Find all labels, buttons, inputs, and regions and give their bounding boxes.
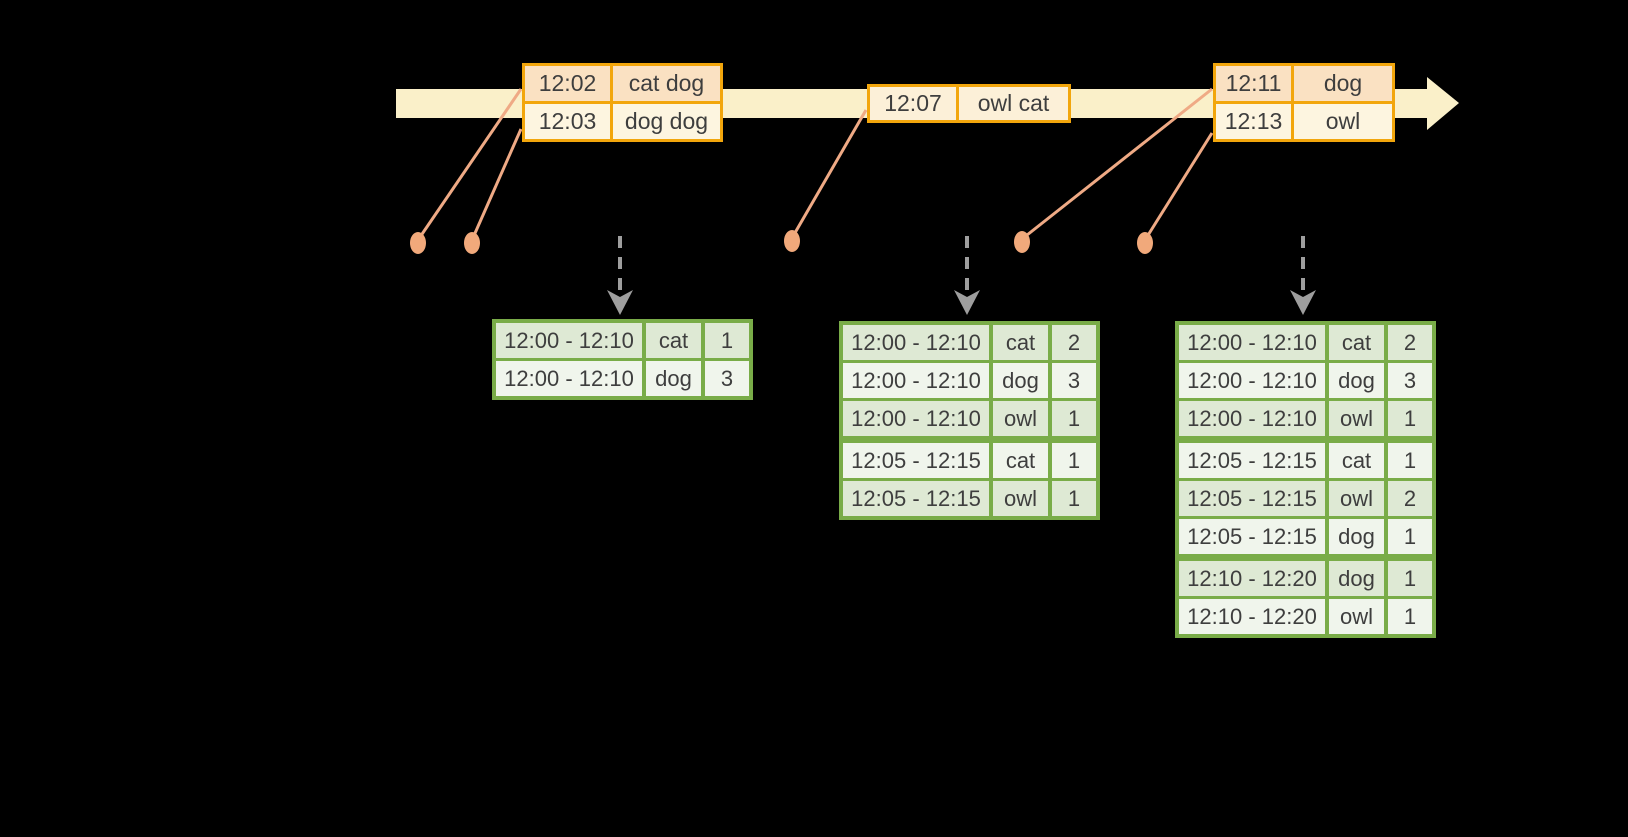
result-row: 12:10 - 12:20 dog 1 <box>1179 561 1432 596</box>
connector-line <box>1021 87 1213 241</box>
event-dot <box>784 230 800 252</box>
window-cell: 12:00 - 12:10 <box>496 361 642 396</box>
event-table-1: 12:02 cat dog 12:03 dog dog <box>522 63 723 142</box>
event-time-cell: 12:03 <box>525 104 610 139</box>
result-row: 12:00 - 12:10 dog 3 <box>1179 363 1432 398</box>
event-time-cell: 12:13 <box>1216 104 1291 139</box>
word-cell: dog <box>646 361 701 396</box>
word-cell: dog <box>1329 363 1384 398</box>
count-cell: 2 <box>1388 481 1432 516</box>
trigger-down-arrow-icon <box>607 236 633 315</box>
word-cell: cat <box>646 323 701 358</box>
window-cell: 12:05 - 12:15 <box>843 443 989 478</box>
word-cell: dog <box>1329 519 1384 554</box>
result-row: 12:05 - 12:15 cat 1 <box>1179 443 1432 478</box>
word-cell: owl <box>993 401 1048 436</box>
count-cell: 1 <box>1388 519 1432 554</box>
result-row: 12:00 - 12:10 dog 3 <box>496 361 749 396</box>
event-dot <box>1137 232 1153 254</box>
count-cell: 1 <box>1388 443 1432 478</box>
window-cell: 12:00 - 12:10 <box>843 401 989 436</box>
event-dot <box>1014 231 1030 253</box>
word-cell: cat <box>993 325 1048 360</box>
word-cell: owl <box>1329 599 1384 634</box>
event-words-cell: dog dog <box>613 104 720 139</box>
result-table-1: 12:00 - 12:10 cat 1 12:00 - 12:10 dog 3 <box>492 319 753 400</box>
result-row: 12:05 - 12:15 owl 2 <box>1179 481 1432 516</box>
result-row: 12:00 - 12:10 owl 1 <box>843 401 1096 436</box>
event-words-cell: owl <box>1294 104 1392 139</box>
connector-line <box>416 88 523 241</box>
event-time-cell: 12:11 <box>1216 66 1291 101</box>
result-row: 12:00 - 12:10 cat 1 <box>496 323 749 358</box>
count-cell: 1 <box>1388 401 1432 436</box>
window-cell: 12:00 - 12:10 <box>843 325 989 360</box>
result-row: 12:10 - 12:20 owl 1 <box>1179 599 1432 634</box>
window-cell: 12:05 - 12:15 <box>1179 481 1325 516</box>
count-cell: 2 <box>1388 325 1432 360</box>
result-row: 12:00 - 12:10 owl 1 <box>1179 401 1432 436</box>
window-cell: 12:00 - 12:10 <box>1179 325 1325 360</box>
event-table-3: 12:11 dog 12:13 owl <box>1213 63 1395 142</box>
count-cell: 1 <box>1388 561 1432 596</box>
word-cell: owl <box>993 481 1048 516</box>
window-cell: 12:00 - 12:10 <box>1179 363 1325 398</box>
result-row: 12:05 - 12:15 dog 1 <box>1179 519 1432 554</box>
count-cell: 3 <box>1052 363 1096 398</box>
result-row: 12:05 - 12:15 owl 1 <box>843 481 1096 516</box>
event-words-cell: cat dog <box>613 66 720 101</box>
window-cell: 12:05 - 12:15 <box>843 481 989 516</box>
word-cell: dog <box>1329 561 1384 596</box>
count-cell: 2 <box>1052 325 1096 360</box>
timeline-arrowhead-icon <box>1427 77 1459 130</box>
word-cell: owl <box>1329 401 1384 436</box>
window-cell: 12:00 - 12:10 <box>843 363 989 398</box>
word-cell: cat <box>1329 325 1384 360</box>
result-row: 12:00 - 12:10 cat 2 <box>843 325 1096 360</box>
trigger-down-arrow-icon <box>954 236 980 315</box>
result-row: 12:05 - 12:15 cat 1 <box>843 443 1096 478</box>
count-cell: 3 <box>705 361 749 396</box>
connector-line <box>1143 132 1214 241</box>
event-time-cell: 12:07 <box>870 87 956 120</box>
word-cell: dog <box>993 363 1048 398</box>
event-dot <box>464 232 480 254</box>
event-table-2: 12:07 owl cat <box>867 84 1071 123</box>
count-cell: 1 <box>1052 401 1096 436</box>
window-cell: 12:00 - 12:10 <box>1179 401 1325 436</box>
word-cell: cat <box>993 443 1048 478</box>
connector-line <box>790 109 868 239</box>
word-cell: cat <box>1329 443 1384 478</box>
event-time-cell: 12:02 <box>525 66 610 101</box>
count-cell: 3 <box>1388 363 1432 398</box>
window-cell: 12:05 - 12:15 <box>1179 443 1325 478</box>
result-row: 12:00 - 12:10 cat 2 <box>1179 325 1432 360</box>
result-table-3: 12:00 - 12:10 cat 2 12:00 - 12:10 dog 3 … <box>1175 321 1436 638</box>
result-table-2: 12:00 - 12:10 cat 2 12:00 - 12:10 dog 3 … <box>839 321 1100 520</box>
connector-line <box>470 128 523 241</box>
event-words-cell: owl cat <box>959 87 1068 120</box>
result-row: 12:00 - 12:10 dog 3 <box>843 363 1096 398</box>
event-words-cell: dog <box>1294 66 1392 101</box>
count-cell: 1 <box>705 323 749 358</box>
count-cell: 1 <box>1388 599 1432 634</box>
window-cell: 12:00 - 12:10 <box>496 323 642 358</box>
window-cell: 12:10 - 12:20 <box>1179 561 1325 596</box>
count-cell: 1 <box>1052 443 1096 478</box>
window-cell: 12:05 - 12:15 <box>1179 519 1325 554</box>
trigger-down-arrow-icon <box>1290 236 1316 315</box>
word-cell: owl <box>1329 481 1384 516</box>
window-cell: 12:10 - 12:20 <box>1179 599 1325 634</box>
count-cell: 1 <box>1052 481 1096 516</box>
event-dot <box>410 232 426 254</box>
